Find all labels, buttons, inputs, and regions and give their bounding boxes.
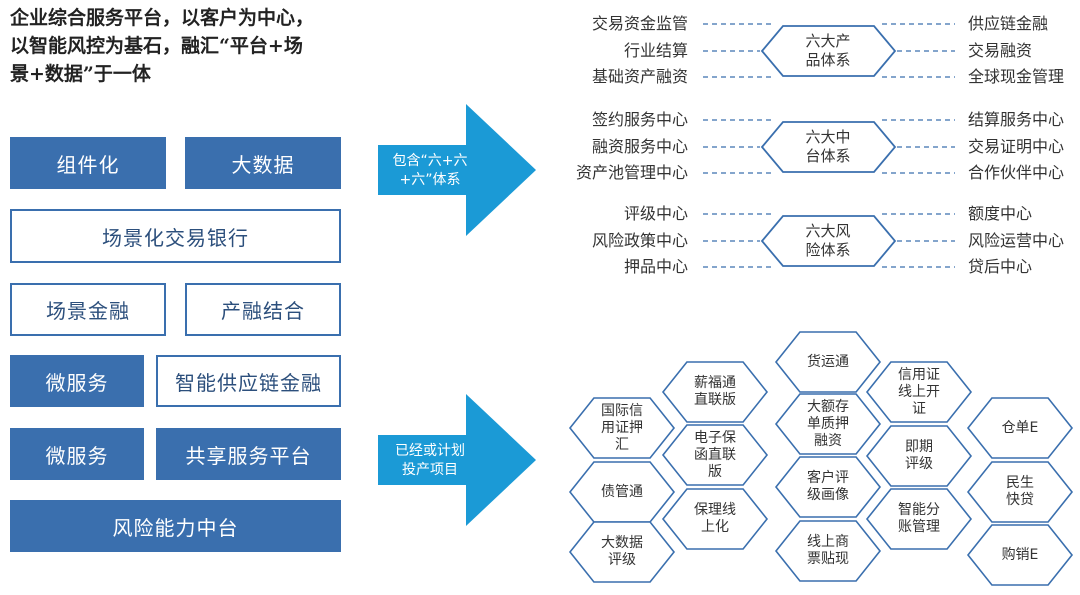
risk-right-2: 风险运营中心 (968, 231, 1065, 250)
box-microservice-2: 微服务 (10, 428, 144, 480)
box-microservice-1: 微服务 (10, 355, 144, 407)
product-left-2: 行业结算 (623, 41, 688, 60)
product-right-2: 交易融资 (968, 41, 1033, 60)
project-hex-baoli (661, 488, 769, 550)
arrow-bottom (378, 394, 536, 526)
project-label-guojixinyong: 国际信用证押汇 (601, 402, 643, 453)
project-hex-minsheng (966, 461, 1074, 523)
project-label-xianshang_piaotie: 线上商票贴现 (807, 534, 849, 567)
project-hex-zhineng_fenzhang (865, 488, 973, 550)
arrow-top-label: 包含“六+六+六”体系 (392, 153, 468, 188)
project-hex-xinyongzheng (865, 361, 973, 423)
middle-left-3: 资产池管理中心 (575, 163, 688, 182)
box-scenario-banking: 场景化交易银行 (10, 209, 341, 263)
risk-left-1: 评级中心 (623, 204, 688, 223)
box-componentization: 组件化 (10, 137, 166, 189)
project-hex-dae_cundan (774, 393, 882, 455)
project-label-baoli: 保理线上化 (694, 502, 736, 535)
project-hex-huoyuntong (774, 331, 882, 393)
middle-right-3: 合作伙伴中心 (968, 163, 1065, 182)
project-label-zhaiguantong: 债管通 (601, 483, 643, 500)
intro-line: 企业综合服务平台，以客户为中心， (10, 7, 315, 29)
product-right-3: 全球现金管理 (968, 67, 1065, 86)
project-label-huoyuntong: 货运通 (807, 353, 849, 370)
project-hex-dashuju_pingji (568, 521, 676, 583)
intro-line: 以智能风控为基石，融汇“平台+场 (10, 35, 303, 57)
product-left-3: 基础资产融资 (591, 67, 688, 86)
system-product-title: 六大产品体系 (805, 32, 851, 69)
project-hex-xinfutong (661, 361, 769, 423)
system-risk-title: 六大风险体系 (805, 222, 851, 259)
intro-text: 企业综合服务平台，以客户为中心， 以智能风控为基石，融汇“平台+场 景+数据”于… (10, 4, 350, 88)
arrow-top (378, 104, 536, 236)
systems-connectors (703, 23, 955, 268)
project-hex-xianshang_piaotie (774, 520, 882, 582)
middle-left-1: 签约服务中心 (591, 110, 688, 129)
project-hex-dianzi_baohan (661, 424, 769, 486)
hexagon-risk (760, 215, 897, 267)
middle-left-2: 融资服务中心 (591, 137, 688, 156)
intro-line: 景+数据”于一体 (10, 63, 151, 85)
box-smart-supply-chain: 智能供应链金融 (156, 355, 341, 407)
project-label-kehu_pingji: 客户评级画像 (807, 470, 849, 503)
middle-right-2: 交易证明中心 (968, 137, 1065, 156)
project-hex-guojixinyong (568, 397, 676, 459)
project-hex-cangdan (966, 397, 1074, 459)
box-scenario-finance: 场景金融 (10, 283, 166, 336)
hexagon-middle (760, 121, 897, 173)
risk-left-3: 押品中心 (623, 257, 688, 276)
project-hex-jiqi_pingji (865, 425, 973, 487)
project-hex-gouxiao (966, 524, 1074, 586)
box-risk-capability-center: 风险能力中台 (10, 500, 341, 552)
product-left-1: 交易资金监管 (591, 14, 688, 33)
project-label-minsheng: 民生快贷 (1006, 475, 1034, 508)
risk-right-1: 额度中心 (968, 204, 1033, 223)
project-label-xinfutong: 薪福通直联版 (694, 375, 736, 408)
project-label-dae_cundan: 大额存单质押融资 (807, 398, 849, 449)
project-label-cangdan: 仓单E (1001, 419, 1039, 436)
product-right-1: 供应链金融 (968, 14, 1049, 33)
arrow-bottom-label: 已经或计划投产项目 (395, 443, 465, 478)
project-hex-kehu_pingji (774, 456, 882, 518)
box-industry-finance: 产融结合 (185, 283, 341, 336)
risk-left-2: 风险政策中心 (591, 231, 688, 250)
hexagon-product (760, 25, 897, 77)
project-label-dashuju_pingji: 大数据评级 (601, 535, 643, 568)
box-shared-service-platform: 共享服务平台 (156, 428, 341, 480)
project-label-gouxiao: 购销E (1001, 546, 1039, 563)
project-label-xinyongzheng: 信用证线上开证 (898, 366, 940, 417)
box-big-data: 大数据 (185, 137, 341, 189)
system-middle-title: 六大中台体系 (805, 128, 851, 165)
risk-right-3: 贷后中心 (968, 257, 1033, 276)
middle-right-1: 结算服务中心 (968, 110, 1065, 129)
project-label-jiqi_pingji: 即期评级 (905, 439, 933, 472)
project-label-zhineng_fenzhang: 智能分账管理 (898, 502, 940, 535)
project-label-dianzi_baohan: 电子保函直联版 (694, 429, 736, 480)
